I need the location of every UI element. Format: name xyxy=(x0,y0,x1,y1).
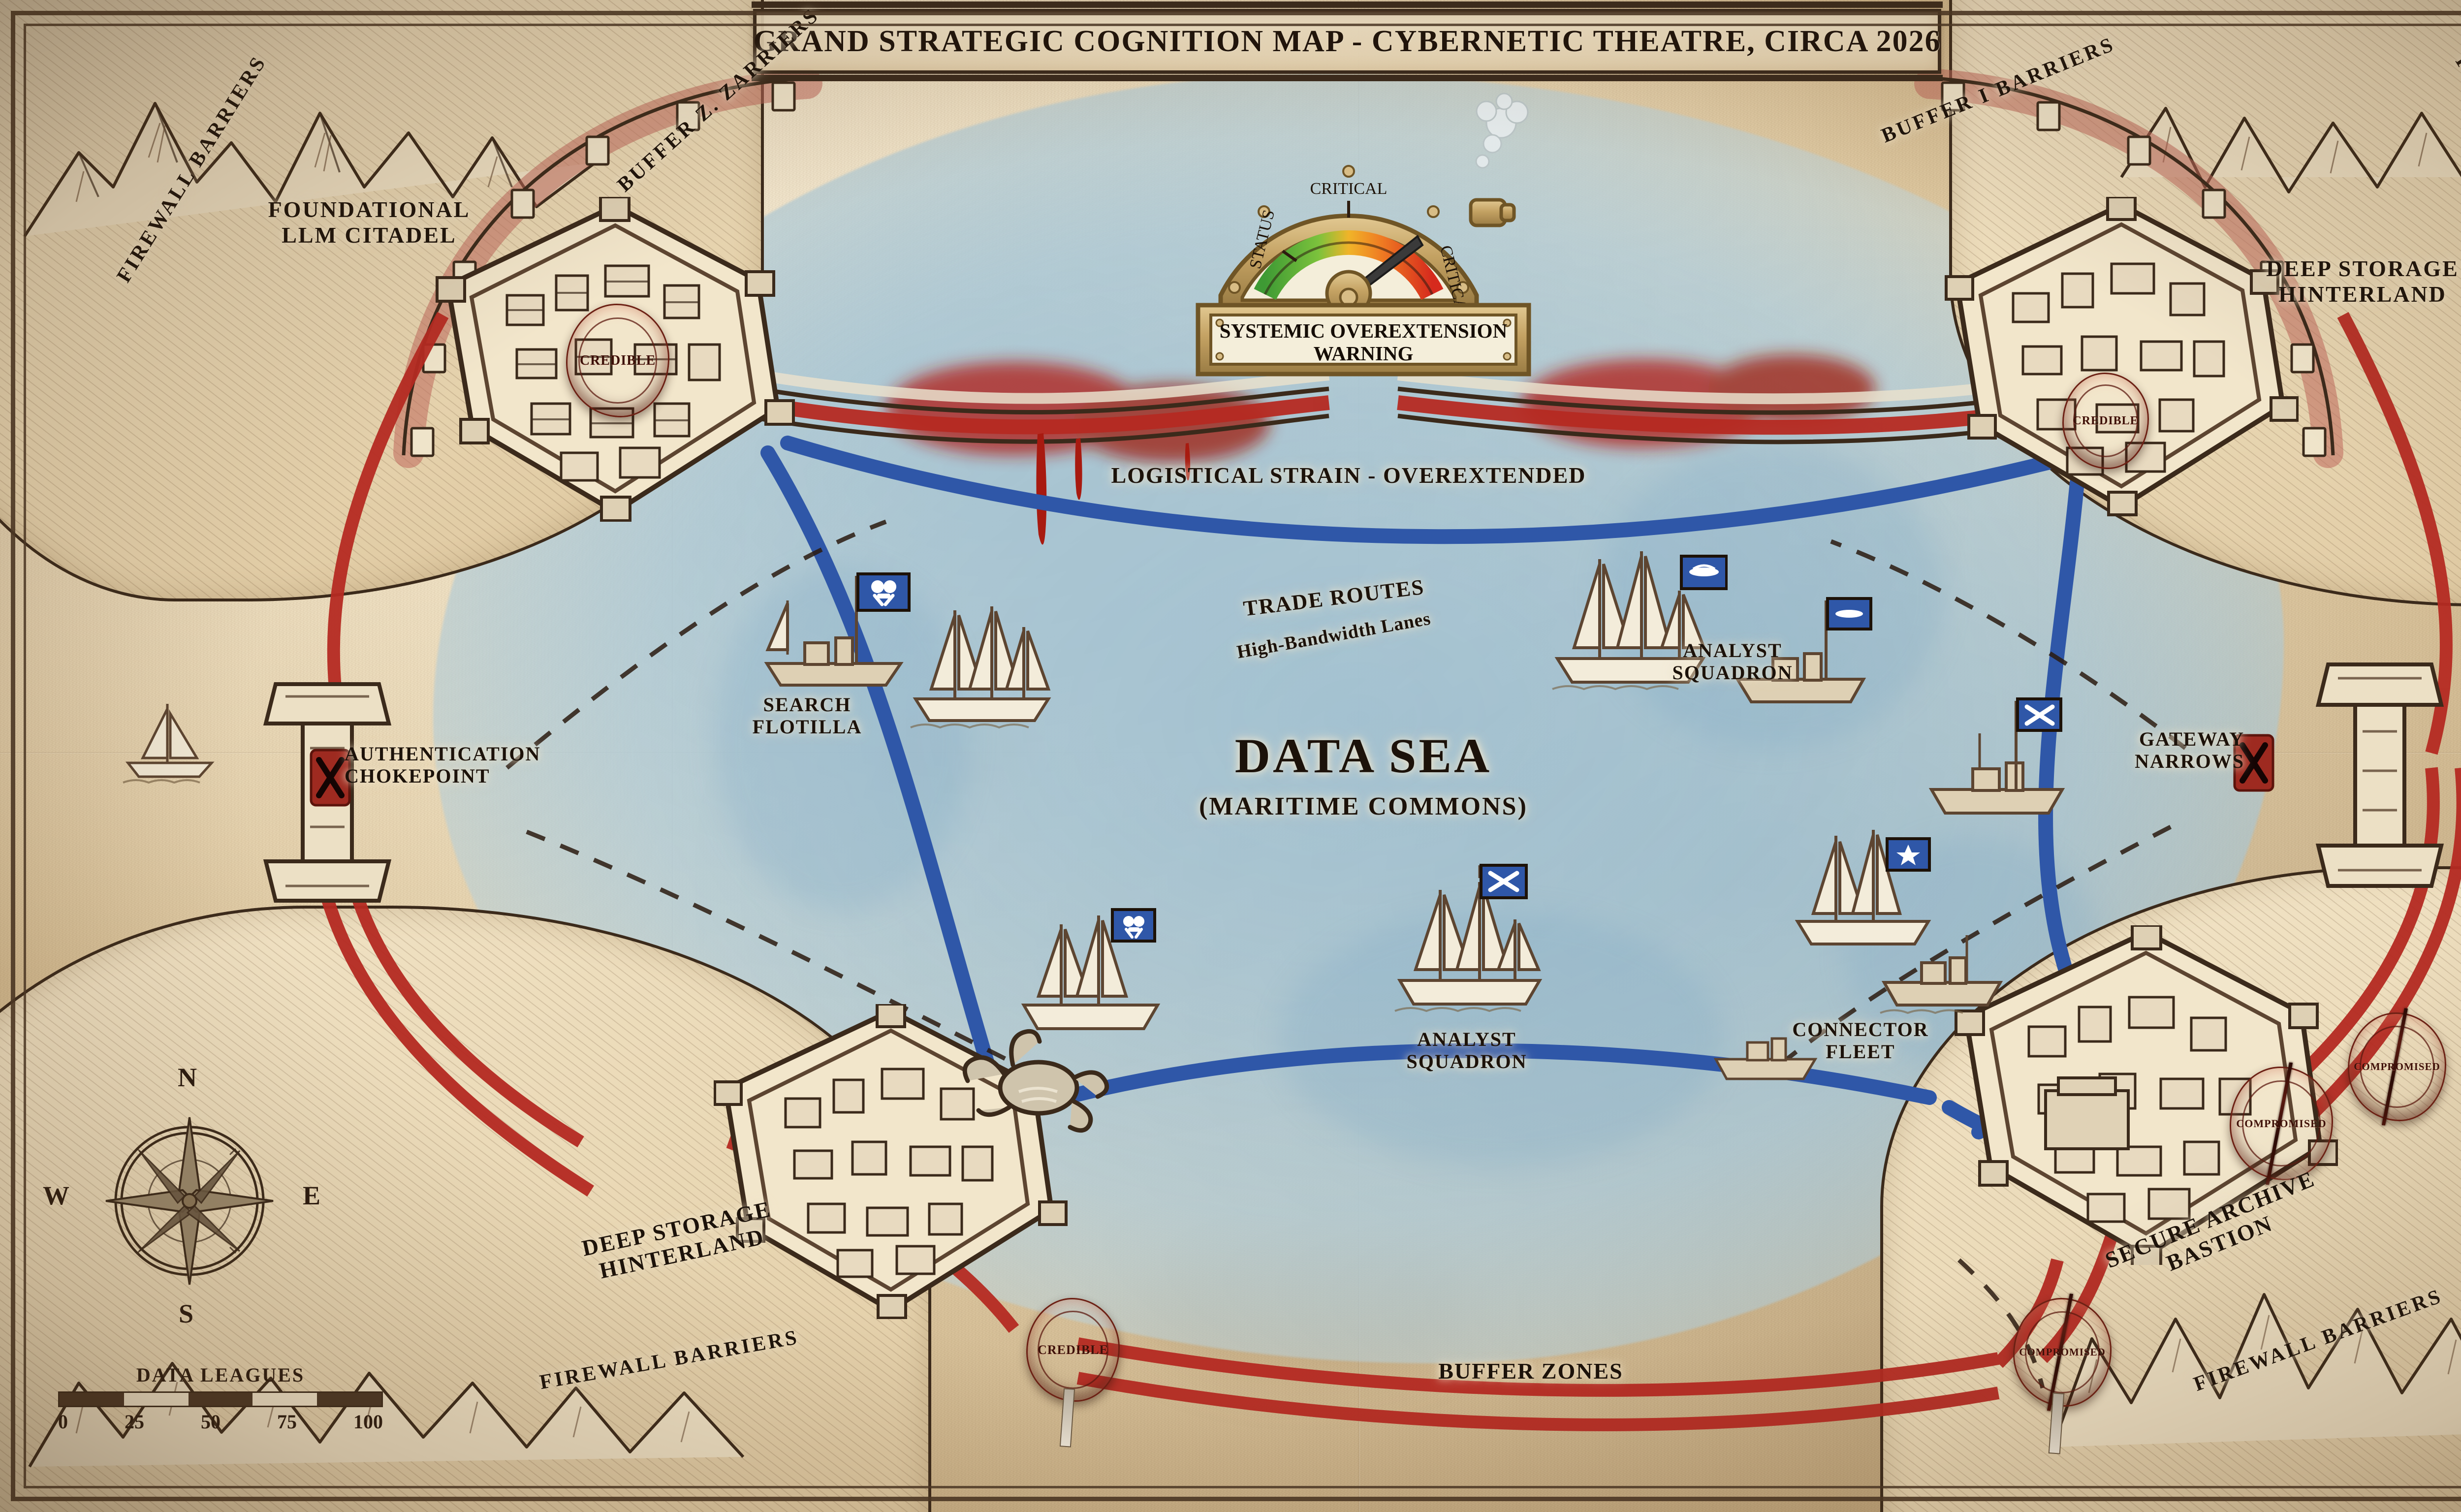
ship-search-flotilla-steamer xyxy=(753,556,920,704)
seal-text: CREDIBLE xyxy=(1038,1342,1108,1357)
cross-emblem-icon xyxy=(2024,704,2055,726)
wax-seal-compromised-bastion-a[interactable]: COMPROMISED xyxy=(2230,1067,2333,1180)
systemic-overextension-gauge[interactable]: STATUS CRITICAL CRITICAL SYSTEMIC OVERE xyxy=(1191,89,1536,384)
flag-search-emblem-south xyxy=(1111,908,1156,943)
ship-decorative-northwest xyxy=(108,689,231,788)
ship-analyst-squadron-north-steamer xyxy=(1728,586,1880,719)
seal-text: COMPROMISED xyxy=(2236,1117,2327,1130)
ship-analyst-squadron-south-tallship xyxy=(1388,861,1560,1019)
analyst-emblem-icon xyxy=(1835,610,1863,618)
flag-search-flotilla xyxy=(856,572,911,612)
wax-seal-compromised-bastion-c[interactable]: COMPROMISED xyxy=(2013,1298,2112,1454)
analyst-emblem-icon xyxy=(1689,564,1719,576)
star-emblem-icon xyxy=(1896,845,1920,865)
seal-text: COMPROMISED xyxy=(2019,1346,2106,1358)
scale-tick-labels: 0 25 50 75 100 xyxy=(58,1410,383,1433)
ship-analyst-squadron-gunboat xyxy=(1920,684,2082,832)
scale-tick: 0 xyxy=(58,1411,68,1433)
scale-segment xyxy=(252,1393,317,1406)
ship-connector-fleet-gunboat xyxy=(1875,901,2018,1024)
map-scale: DATA LEAGUES 0 25 50 75 100 xyxy=(58,1363,383,1433)
gauge-plate-line1: SYSTEMIC OVEREXTENSION xyxy=(1220,319,1508,342)
scale-segment xyxy=(60,1393,124,1406)
scale-segment xyxy=(188,1393,253,1406)
ship-connector-fleet-schooner xyxy=(1787,817,1949,965)
cartouche-bar-top xyxy=(752,1,1943,8)
chokepoint-fort-gateway-narrows[interactable] xyxy=(2308,660,2451,891)
map-border-outer xyxy=(11,11,2461,1501)
seal-text: CREDIBLE xyxy=(579,352,656,368)
search-emblem-icon xyxy=(1123,916,1144,939)
compass-label-north: N xyxy=(178,1063,197,1092)
fortress-deep-storage-hinterland-southwest[interactable] xyxy=(714,1004,1068,1319)
compass-rose: N S W E xyxy=(43,1063,320,1328)
red-x-icon-gateway-narrows[interactable] xyxy=(2233,733,2275,792)
flag-connector-fleet xyxy=(1886,837,1931,872)
wax-seal-credible-hinterland-southwest[interactable]: CREDIBLE xyxy=(1026,1298,1120,1447)
flag-analyst-squadron-south xyxy=(1480,864,1528,899)
flag-analyst-squadron-north xyxy=(1680,555,1728,590)
gauge-zone-mid-label: CRITICAL xyxy=(1310,180,1388,198)
ship-analyst-squadron-south-sloop xyxy=(1014,896,1176,1043)
flag-analyst-squadron-gunboat xyxy=(2016,697,2062,732)
scale-title: DATA LEAGUES xyxy=(136,1364,305,1386)
wax-seal-credible-hinterland-northeast[interactable]: CREDIBLE xyxy=(2062,373,2149,469)
scale-tick: 50 xyxy=(201,1411,221,1433)
page-title: GRAND STRATEGIC COGNITION MAP - CYBERNET… xyxy=(753,24,1941,58)
wax-seal-credible-citadel[interactable]: CREDIBLE xyxy=(566,304,669,417)
ship-analyst-squadron-north-tallship xyxy=(1546,536,1728,699)
gauge-plate-line2: WARNING xyxy=(1314,342,1414,365)
steam-puff-icon xyxy=(1475,93,1529,169)
ship-search-flotilla-tallship xyxy=(901,586,1063,733)
compass-label-west: W xyxy=(43,1181,69,1210)
scale-segment xyxy=(124,1393,189,1406)
sea-monster-icon xyxy=(950,1014,1117,1142)
seal-text: CREDIBLE xyxy=(2073,414,2139,427)
ship-decorative-south-central xyxy=(1708,989,1831,1093)
wax-seal-compromised-bastion-b[interactable]: COMPROMISED xyxy=(2348,1012,2446,1121)
gauge-valve-icon xyxy=(1469,198,1516,227)
red-x-icon-authentication-chokepoint[interactable] xyxy=(309,748,351,807)
fortress-secure-archive-bastion[interactable] xyxy=(1954,925,2338,1265)
scale-tick: 100 xyxy=(353,1411,383,1433)
seal-text: COMPROMISED xyxy=(2354,1061,2440,1072)
map-border-inner xyxy=(24,24,2461,1488)
cross-emblem-icon xyxy=(1488,871,1519,892)
scale-tick: 25 xyxy=(125,1411,144,1433)
map-title-cartouche: GRAND STRATEGIC COGNITION MAP - CYBERNET… xyxy=(752,1,1943,81)
scale-bar xyxy=(58,1391,383,1407)
compass-label-south: S xyxy=(179,1299,194,1328)
cartouche-bar-bottom xyxy=(752,75,1943,81)
scale-tick: 75 xyxy=(277,1411,297,1433)
gauge-rivets xyxy=(1228,165,1469,294)
scale-segment xyxy=(317,1393,381,1406)
search-emblem-icon xyxy=(871,580,896,606)
flag-analyst-squadron-north-secondary xyxy=(1826,597,1872,630)
compass-label-east: E xyxy=(303,1181,321,1210)
